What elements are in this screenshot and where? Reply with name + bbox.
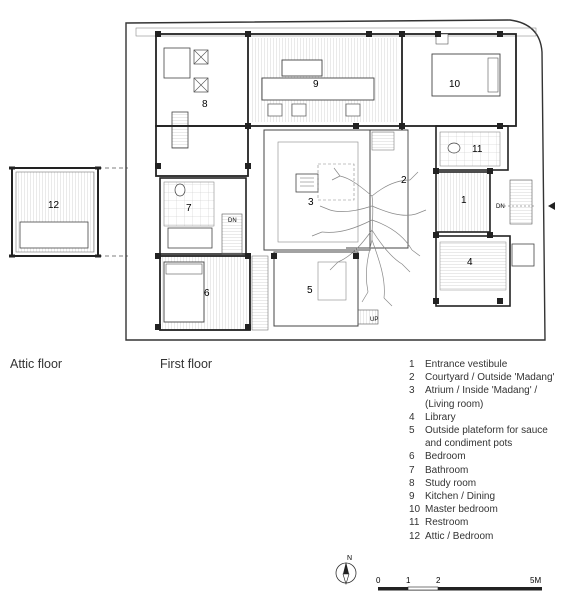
room-label-10: 10 [449,79,461,90]
scale-label-2: 2 [436,576,441,585]
first-floor-caption: First floor [160,357,213,371]
attic-plan [9,166,128,258]
scale-label-0: 0 [376,576,381,585]
first-floor-plan: 1 2 3 4 5 6 7 8 9 10 11 12 DN DN UP [48,19,555,341]
room-label-6: 6 [204,288,210,299]
north-arrow-icon: N [335,555,357,586]
north-label: N [347,555,352,562]
room-label-5: 5 [307,285,313,296]
room-label-4: 4 [467,257,473,268]
stair-label-up-platform: UP [370,317,378,323]
stair-label-dn-bath: DN [228,218,237,224]
room-label-8: 8 [202,99,208,110]
courtyard-tree-drawing [311,167,427,307]
room-label-11: 11 [472,144,483,155]
room-label-7: 7 [186,203,192,214]
room-label-1: 1 [461,195,467,206]
room-label-9: 9 [313,79,319,90]
scale-bar: 0 1 2 5M [376,576,542,591]
room-label-2: 2 [401,175,407,186]
room-label-12: 12 [48,200,60,211]
scale-label-5m: 5M [530,576,541,585]
attic-floor-caption: Attic floor [10,357,63,371]
stair-label-dn-entrance: DN [496,204,505,210]
scale-label-1: 1 [406,576,411,585]
room-label-3: 3 [308,197,314,208]
